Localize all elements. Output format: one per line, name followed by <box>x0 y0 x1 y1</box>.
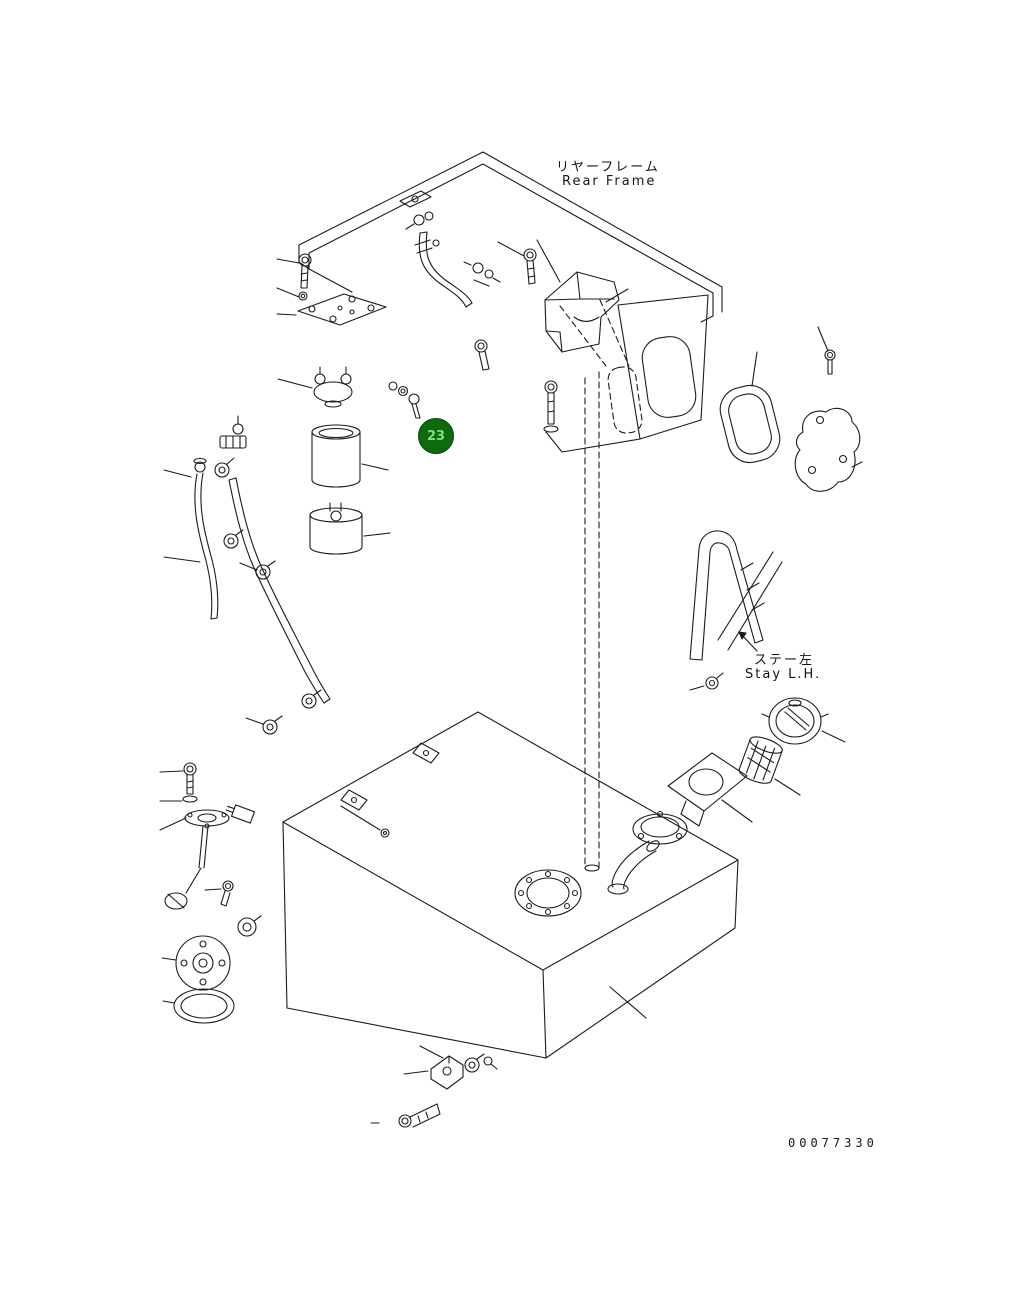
spacer <box>237 915 262 937</box>
cover-plate <box>175 935 231 991</box>
bottom-bolt <box>398 1103 441 1128</box>
mounting-plate <box>297 293 387 326</box>
filter-cup-2 <box>309 502 363 555</box>
stay-lh <box>689 530 783 661</box>
cover-gasket <box>173 988 235 1024</box>
sender-connector <box>225 804 255 824</box>
rear-frame-outline <box>298 151 723 872</box>
hose-fitting-top <box>399 190 434 230</box>
elbow-assembly <box>313 366 353 408</box>
leader-lines <box>159 239 863 1124</box>
hose-clamp-1 <box>214 457 235 478</box>
washer-set <box>388 381 421 419</box>
hose-clamp-4 <box>262 715 283 735</box>
part-callout-number: 23 <box>426 428 446 444</box>
frame-bracket <box>544 271 620 353</box>
bolt-frame-1 <box>523 248 537 285</box>
fuel-tank <box>282 711 739 1059</box>
bolt-frame-2 <box>474 339 490 371</box>
drawing-number: 00077330 <box>788 1136 878 1150</box>
tank-flange <box>514 869 582 917</box>
sender-screw <box>220 880 234 907</box>
filter-cup-1 <box>311 424 361 488</box>
gasket-ring <box>719 384 781 464</box>
bolt-frame-3 <box>543 380 559 433</box>
fuel-hose-upper <box>414 231 473 308</box>
rear-frame-label-jp: リヤーフレーム <box>556 160 660 175</box>
rear-frame-label-en: Rear Frame <box>562 174 657 189</box>
filler-mount-plate <box>667 752 748 827</box>
stay-lh-label-en: Stay L.H. <box>745 667 822 682</box>
sender-bolt <box>182 762 198 803</box>
bottom-screw <box>483 1056 498 1070</box>
bottom-bracket <box>430 1055 464 1090</box>
strainer <box>738 736 783 784</box>
filler-ring <box>632 810 688 845</box>
tee-fitting <box>463 261 501 287</box>
hose-clamp-5 <box>301 689 322 709</box>
fuel-sender <box>164 809 230 910</box>
fuel-hose-lower <box>228 477 331 704</box>
side-cover <box>794 407 861 492</box>
bolt-top-left <box>298 253 312 301</box>
filler-pipe <box>607 840 660 895</box>
elbow-fitting-left <box>219 415 247 449</box>
hose-clamp-2 <box>223 529 244 549</box>
cover-screw <box>824 349 836 375</box>
hose-clamp-stay <box>705 672 724 690</box>
steel-tube <box>193 457 219 620</box>
hose-clamp-bottom <box>464 1053 485 1073</box>
fuel-cap <box>761 697 829 745</box>
part-callout-23[interactable]: 23 <box>418 418 454 454</box>
stay-label-arrow <box>738 631 758 652</box>
stay-lh-label-jp: ステー左 <box>754 653 815 668</box>
